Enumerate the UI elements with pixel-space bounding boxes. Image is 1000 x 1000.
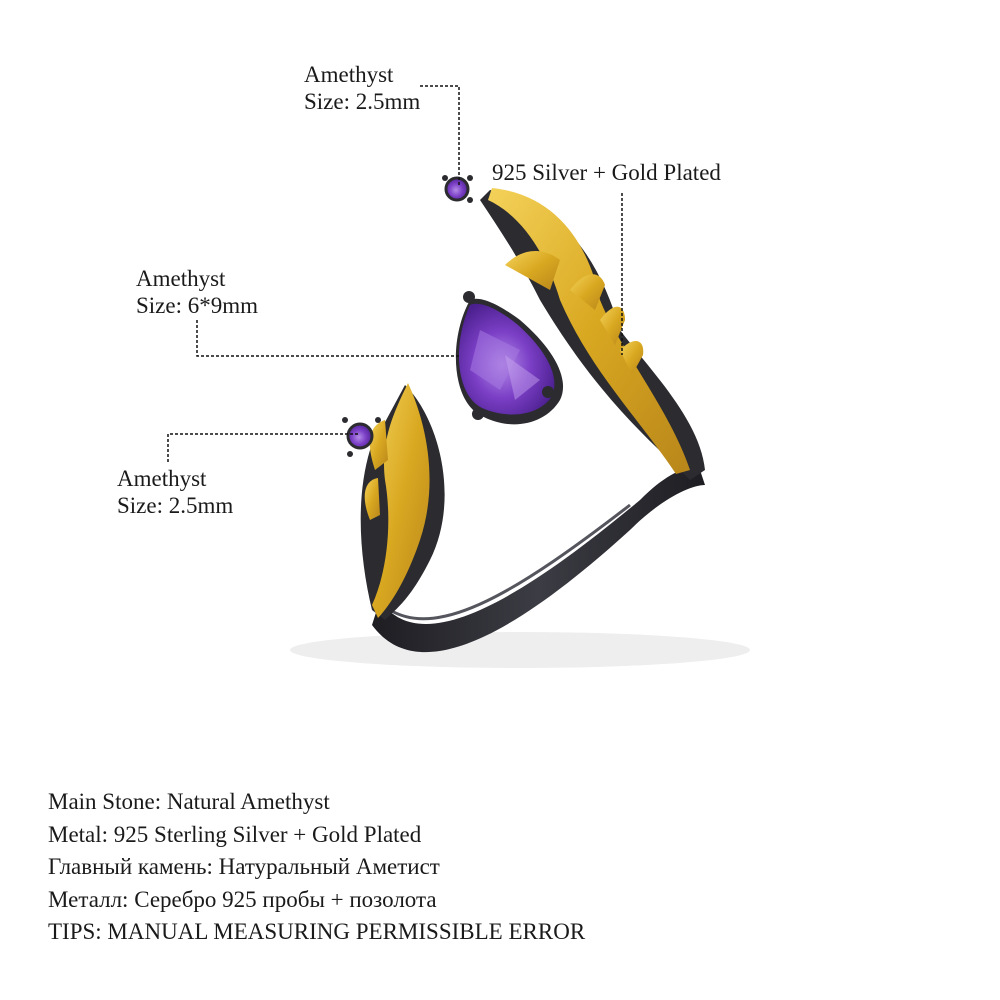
callout-side-stone: Amethyst Size: 2.5mm (117, 465, 233, 519)
spec-main-stone: Main Stone: Natural Amethyst (48, 789, 330, 814)
spec-metal: Metal: 925 Sterling Silver + Gold Plated (48, 821, 422, 847)
callout-line-side-stone (167, 433, 360, 462)
spec-tips: TIPS: MANUAL MEASURING PERMISSIBLE ERROR (48, 919, 586, 944)
callout-main-stone-size: Size: 6*9mm (136, 293, 259, 318)
right-wing-gold (488, 188, 690, 474)
callout-metal-text: 925 Silver + Gold Plated (492, 160, 721, 185)
ring-band (372, 468, 705, 653)
callout-main-stone: Amethyst Size: 6*9mm (136, 265, 258, 319)
callout-line-top-stone (420, 85, 460, 186)
spec-metal-ru: Металл: Серебро 925 пробы + позолота (48, 886, 437, 912)
callout-line-main-stone (196, 320, 460, 357)
callout-top-stone-name: Amethyst (304, 62, 394, 87)
callout-metal: 925 Silver + Gold Plated (492, 159, 721, 186)
product-specs: Main Stone: Natural Amethyst Metal: 925 … (48, 786, 585, 949)
side-small-amethyst (346, 422, 374, 450)
top-small-amethyst (444, 176, 470, 202)
callout-side-stone-name: Amethyst (117, 466, 207, 491)
callout-top-stone-size: Size: 2.5mm (304, 89, 421, 114)
callout-main-stone-name: Amethyst (136, 266, 226, 291)
callout-lines (167, 85, 623, 462)
spec-main-stone-ru: Главный камень: Натуральный Аметист (48, 854, 440, 879)
callout-top-stone: Amethyst Size: 2.5mm (304, 61, 420, 115)
shadow (290, 632, 750, 668)
callout-side-stone-size: Size: 2.5mm (117, 493, 234, 518)
